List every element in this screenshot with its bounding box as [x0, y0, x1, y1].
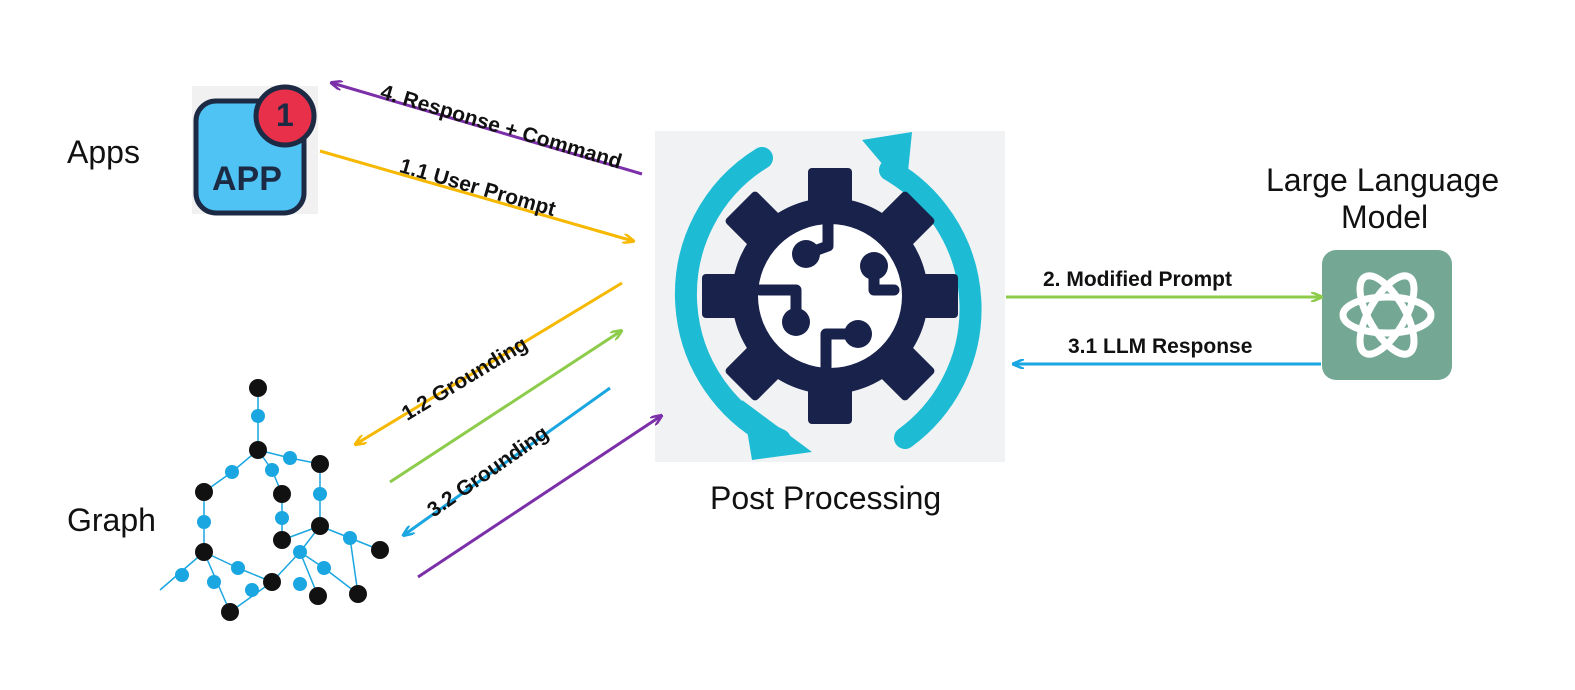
- arrow-response-command: [332, 83, 643, 176]
- apps-label: Apps: [67, 134, 140, 170]
- post-processing-label: Post Processing: [710, 480, 942, 516]
- graph-label: Graph: [67, 502, 156, 538]
- graph-icon: [159, 379, 389, 621]
- app-icon: [192, 84, 318, 216]
- notification-badge-icon: [253, 84, 317, 148]
- llm-logo-icon: [1322, 250, 1452, 380]
- app-icon-text: APP: [212, 160, 282, 198]
- llm-label-line1: Large Language: [1266, 162, 1500, 198]
- label-modified-prompt: 2. Modified Prompt: [1043, 268, 1232, 291]
- llm-label-line2: Model: [1341, 199, 1429, 235]
- arrow-purple-to-processing: [417, 416, 661, 579]
- label-llm-response: 3.1 LLM Response: [1068, 335, 1253, 358]
- post-processing-icon: [655, 131, 1005, 462]
- arrow-grounding-2: [404, 386, 611, 535]
- app-badge-count: 1: [276, 97, 294, 133]
- arrow-green-to-processing: [389, 331, 621, 484]
- arrow-grounding-1: [356, 281, 623, 444]
- arrow-user-prompt: [319, 149, 633, 241]
